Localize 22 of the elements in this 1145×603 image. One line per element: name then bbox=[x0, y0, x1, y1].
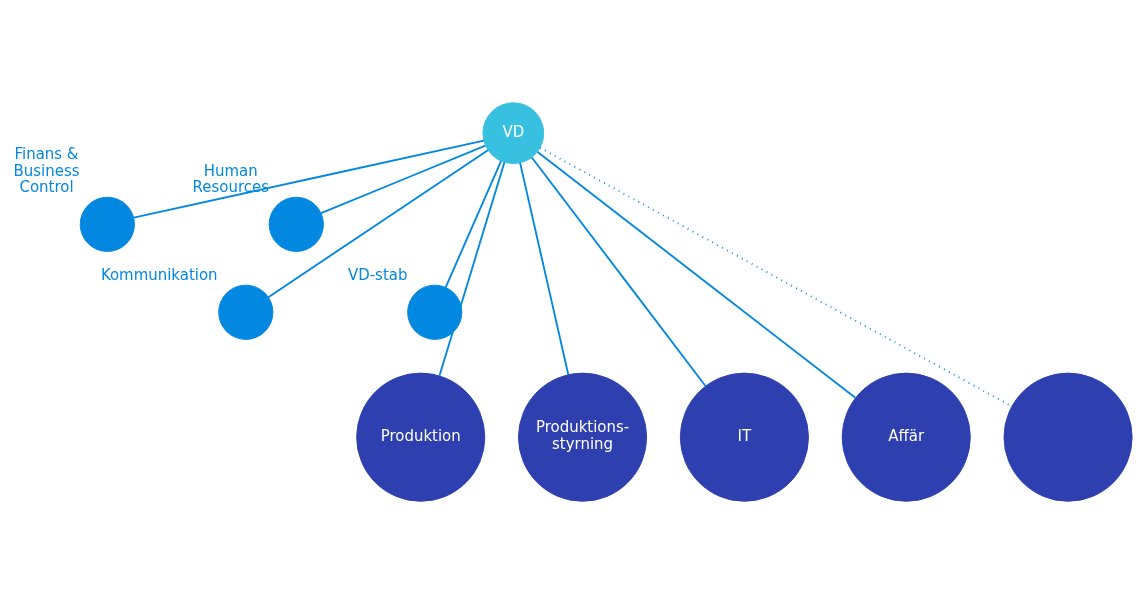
node-label: Human Resources bbox=[192, 161, 269, 196]
connector bbox=[519, 161, 570, 375]
node-circle: VD bbox=[482, 101, 545, 164]
connector bbox=[320, 144, 487, 214]
node-label: Kommunikation bbox=[100, 265, 218, 284]
node-circle: Produktion bbox=[356, 372, 486, 502]
node-circle: Affär bbox=[841, 372, 971, 502]
connector bbox=[132, 139, 485, 219]
node-circle bbox=[79, 196, 135, 252]
node-circle: IT bbox=[679, 372, 809, 502]
node-circle: Produktions- styrning bbox=[518, 372, 648, 502]
node-circle bbox=[268, 196, 324, 252]
connector bbox=[438, 160, 506, 377]
node-circle bbox=[218, 284, 274, 340]
connector bbox=[530, 156, 707, 387]
node-label: VD-stab bbox=[347, 265, 408, 284]
node-label: Finans & Business Control bbox=[13, 144, 80, 196]
connector bbox=[536, 150, 857, 399]
node-circle bbox=[407, 284, 463, 340]
node-circle bbox=[1003, 372, 1133, 502]
connector bbox=[444, 159, 502, 288]
connector bbox=[267, 148, 489, 298]
